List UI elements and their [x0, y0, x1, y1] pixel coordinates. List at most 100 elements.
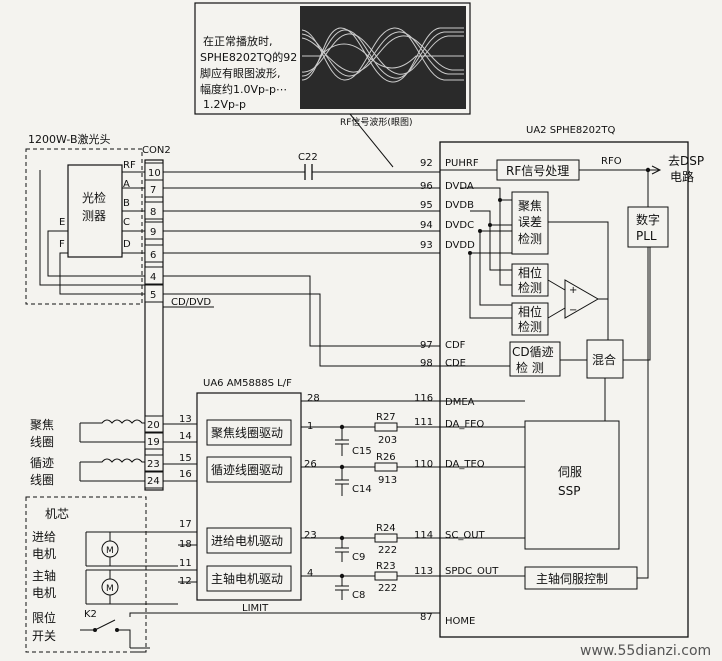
phase2-label-2: 检测 [518, 319, 542, 334]
c9-label: C9 [352, 552, 365, 563]
scope-note-line-4: 幅度约1.0Vp-p⋯ [200, 82, 287, 96]
opamp-plus: + [569, 285, 577, 296]
phase-detect-block-1 [511, 263, 549, 297]
feed-motor-label-1: 进给 [32, 530, 56, 544]
pll-label-2: PLL [636, 229, 657, 243]
con2-pin-24: 24 [147, 476, 160, 487]
scope-caption: RF信号波形(眼图) [340, 116, 412, 128]
ua6-pin-4: 4 [307, 568, 313, 579]
laser-head: 1200W-B激光头 光检 测器 RF A B C D E F [25, 132, 143, 305]
ua6-chip: UA6 AM5888S L/F 聚焦线圈驱动 循迹线圈驱动 进给电机驱动 主轴电… [179, 378, 320, 601]
c15-label: C15 [352, 446, 372, 457]
cd-track-label-2: 检 测 [516, 360, 544, 375]
wiring [39, 164, 662, 653]
spindle-driver-label: 主轴电机驱动 [211, 571, 283, 586]
focus-error-label-1: 聚焦 [518, 199, 542, 213]
mix-label: 混合 [592, 352, 616, 367]
focus-driver-label: 聚焦线圈驱动 [211, 426, 283, 440]
servo-ssp-block [524, 420, 620, 550]
track-driver-label: 循迹线圈驱动 [211, 463, 283, 477]
con2-connector: CON2 10 7 8 9 6 4 5 20 19 23 24 [142, 145, 171, 491]
con2-title: CON2 [142, 145, 171, 156]
con2-pin-20: 20 [147, 420, 160, 431]
ua2-title: UA2 SPHE8202TQ [526, 125, 615, 136]
sig-label-rf: RF [123, 160, 136, 171]
cd-track-label-1: CD循迹 [512, 345, 554, 359]
con2-pin-5: 5 [150, 290, 156, 301]
r27-ref: R27 [376, 412, 396, 423]
servo-label-2: SSP [558, 484, 580, 498]
ua2-pin-num-93: 93 [420, 240, 433, 251]
photo-detector-label-2: 测器 [82, 209, 106, 223]
phase-comparator-opamp [564, 279, 600, 319]
ua2-pin-num-111: 111 [414, 417, 433, 428]
focus-coil-driver [206, 419, 292, 446]
ua2-pin-num-92: 92 [420, 158, 433, 169]
spindle-motor-label-2: 电机 [32, 586, 56, 600]
ua2-pin-num-98: 98 [420, 358, 433, 369]
r24-ref: R24 [376, 523, 396, 534]
ua2-pin-num-110: 110 [414, 459, 433, 470]
eye-pattern-screen [300, 6, 466, 109]
scope-note-line-2: SPHE8202TQ的92 [200, 50, 297, 64]
ua2-pin-name-dvdb: DVDB [445, 200, 474, 211]
focus-error-block [511, 191, 549, 255]
feed-motor-m: M [106, 546, 114, 556]
watermark: www.55dianzi.com [580, 643, 711, 659]
servo-label-1: 伺服 [558, 465, 582, 479]
ua2-pin-num-116: 116 [414, 393, 433, 404]
limit-switch-label-1: 限位 [32, 610, 56, 625]
mech-title: 机芯 [45, 507, 69, 521]
ua2-pin-name-sc-out: SC_OUT [445, 530, 486, 541]
c8-label: C8 [352, 590, 365, 601]
mechanism: 机芯 进给 电机 M 主轴 电机 M 限位 开关 K2 [25, 496, 178, 653]
photo-detector-label-1: 光检 [82, 190, 106, 205]
ua6-pin-13: 13 [179, 414, 192, 425]
mix-block [586, 339, 624, 379]
laser-head-title: 1200W-B激光头 [28, 132, 111, 146]
ua2-pin-name-spdc-out: SPDC_OUT [445, 566, 499, 577]
ua2-pin-num-95: 95 [420, 200, 433, 211]
scope-note-line-3: 脚应有眼图波形, [200, 66, 281, 80]
junction-dots [339, 167, 651, 579]
rf-process-label: RF信号处理 [506, 164, 569, 178]
limit-label: LIMIT [242, 603, 269, 614]
ua2-pin-num-96: 96 [420, 181, 433, 192]
focus-error-label-2: 误差 [518, 215, 542, 229]
limit-switch-icon [80, 619, 131, 648]
phase1-label-2: 检测 [518, 280, 542, 295]
sig-label-f: F [59, 239, 65, 250]
r23-val: 222 [378, 583, 397, 594]
scope-note-line-5: 1.2Vp-p [203, 98, 246, 111]
con2-pin-4: 4 [150, 272, 156, 283]
focus-error-label-3: 检测 [518, 231, 542, 246]
feed-motor-driver [206, 527, 292, 554]
focus-coil-label-2: 线圈 [30, 435, 54, 449]
photo-detector [67, 164, 123, 258]
cd-dvd-label: CD/DVD [171, 297, 211, 308]
track-coil-driver [206, 456, 292, 483]
ua2-pin-num-87: 87 [420, 612, 433, 623]
ua6-pin-26: 26 [304, 459, 317, 470]
phase1-label-1: 相位 [518, 265, 542, 280]
con2-pin-8: 8 [150, 207, 156, 218]
to-dsp-label-2: 电路 [670, 169, 694, 184]
ua6-title: UA6 AM5888S L/F [203, 378, 292, 389]
ua6-pin-17: 17 [179, 519, 192, 530]
ua6-pin-14: 14 [179, 431, 192, 442]
digital-pll-block [627, 206, 669, 248]
ua2-chip: UA2 SPHE8202TQ PUHRF DVDA DVDB DVDC DVDD… [414, 125, 704, 638]
c22-label: C22 [298, 152, 318, 163]
ua2-pin-name-home: HOME [445, 616, 475, 627]
passive-labels: C22 CD/DVD LIMIT R27 203 C15 R26 913 C14… [171, 152, 397, 614]
scope-inset: 在正常播放时, SPHE8202TQ的92 脚应有眼图波形, 幅度约1.0Vp-… [194, 2, 471, 128]
focus-coil-label-1: 聚焦 [30, 418, 54, 432]
spindle-motor-driver [206, 565, 292, 592]
r27-val: 203 [378, 435, 397, 446]
sig-label-a: A [123, 179, 130, 190]
phase2-label-1: 相位 [518, 304, 542, 319]
ua6-pin-28: 28 [307, 393, 320, 404]
track-coil-icon [79, 458, 145, 482]
ua2-pin-name-cdf: CDF [445, 340, 466, 351]
track-coil-label-1: 循迹 [30, 456, 54, 470]
